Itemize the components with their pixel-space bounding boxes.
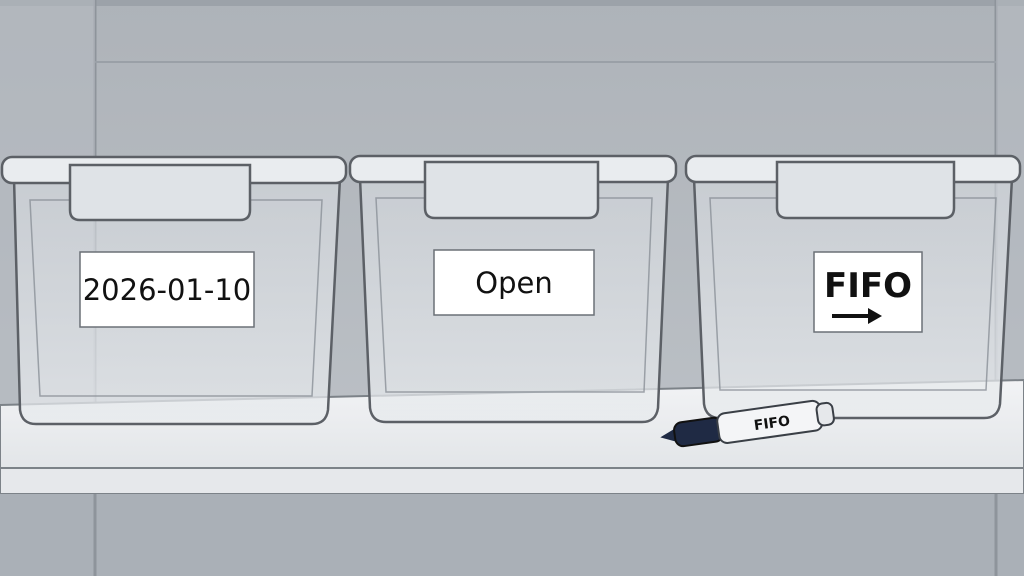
container-label: Open [475, 266, 552, 300]
container-2: Open [348, 154, 678, 424]
container-label: FIFO [824, 266, 912, 306]
container-3: FIFO [684, 154, 1022, 420]
arrow-right-icon [832, 308, 882, 324]
container-lid-tab [775, 160, 956, 220]
container-lid-tab [423, 160, 600, 220]
marker-end [815, 401, 835, 427]
container-1: 2026-01-10 [0, 155, 348, 426]
marker-label: FIFO [753, 413, 791, 434]
container-label: 2026-01-10 [83, 273, 252, 307]
lower-cabinet [0, 494, 1024, 576]
marker-pen: FIFO [660, 399, 835, 448]
container-label-card [433, 249, 595, 316]
shelf-front-edge [0, 467, 1024, 495]
cabinet-top-edge [0, 0, 1024, 6]
container-lid-tab [68, 163, 252, 222]
container-label-card [79, 251, 255, 328]
